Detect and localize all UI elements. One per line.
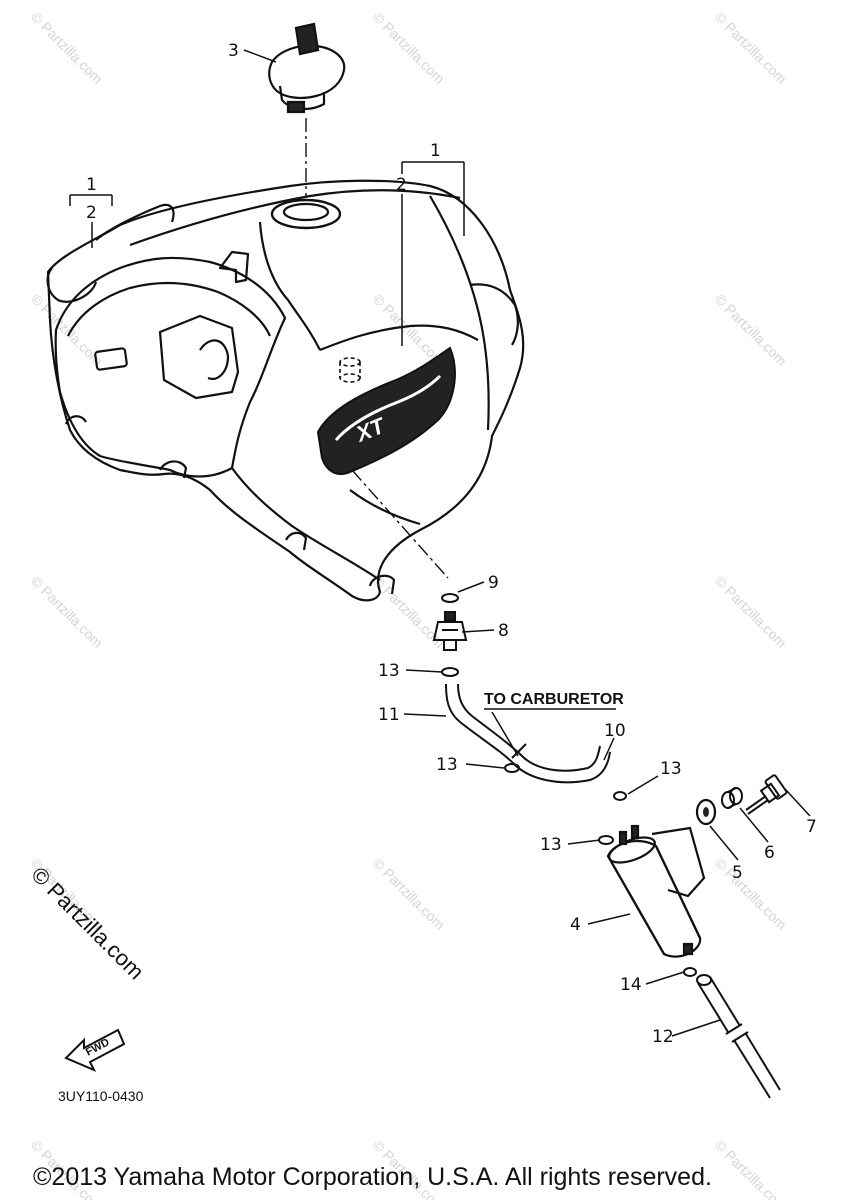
hose-clamp bbox=[613, 791, 627, 801]
callout-13-upper: 13 bbox=[378, 661, 400, 681]
copyright-text: ©2013 Yamaha Motor Corporation, U.S.A. A… bbox=[33, 1163, 712, 1191]
leader-lines bbox=[69, 49, 811, 1037]
callout-9: 9 bbox=[488, 573, 499, 593]
fuel-strainer-dashed bbox=[339, 357, 361, 383]
fuel-cock bbox=[432, 611, 468, 651]
callout-13-right: 13 bbox=[660, 759, 682, 779]
callout-labels: 1 2 1 2 3 4 5 6 7 8 9 10 11 12 13 13 13 … bbox=[86, 41, 817, 1047]
watermark: © Partzilla.com bbox=[712, 9, 790, 87]
hose-clamp bbox=[504, 763, 520, 773]
callout-7: 7 bbox=[806, 817, 817, 837]
large-watermark: © Partzilla.com bbox=[26, 862, 149, 985]
callout-5: 5 bbox=[732, 863, 743, 883]
watermark: © Partzilla.com bbox=[712, 855, 790, 933]
o-ring bbox=[441, 593, 459, 603]
callout-14: 14 bbox=[620, 975, 642, 995]
callout-11: 11 bbox=[378, 705, 400, 725]
fuel-hose-cut bbox=[511, 743, 527, 759]
watermark: © Partzilla.com bbox=[712, 573, 790, 651]
part-code: 3UY110-0430 bbox=[58, 1088, 144, 1104]
watermark: © Partzilla.com bbox=[712, 1137, 790, 1200]
callout-6: 6 bbox=[764, 843, 775, 863]
callout-13-filter: 13 bbox=[540, 835, 562, 855]
callout-2-left: 2 bbox=[86, 203, 97, 223]
tank-outlet-axis-line bbox=[351, 469, 449, 579]
collar bbox=[721, 787, 743, 809]
callout-4: 4 bbox=[570, 915, 581, 935]
fuel-cap bbox=[268, 22, 346, 114]
fuel-hose-inner bbox=[457, 683, 601, 772]
watermark: © Partzilla.com bbox=[370, 855, 448, 933]
damper-hole bbox=[703, 807, 709, 817]
drain-hose bbox=[696, 974, 781, 1099]
watermark: © Partzilla.com bbox=[712, 291, 790, 369]
tank-logo: XT bbox=[316, 346, 456, 476]
bolt bbox=[745, 774, 788, 815]
damper bbox=[695, 798, 717, 826]
hose-clamp-14 bbox=[683, 967, 697, 977]
fwd-arrow-icon: FWD bbox=[64, 1028, 126, 1072]
fuel-filter bbox=[606, 824, 706, 958]
callout-2-right: 2 bbox=[396, 175, 407, 195]
watermark: © Partzilla.com bbox=[28, 9, 106, 87]
callout-10: 10 bbox=[604, 721, 626, 741]
to-carburetor-label: TO CARBURETOR bbox=[484, 691, 624, 708]
watermark: © Partzilla.com bbox=[370, 9, 448, 87]
watermark-layer: © Partzilla.com © Partzilla.com © Partzill… bbox=[28, 9, 790, 1200]
callout-3: 3 bbox=[228, 41, 239, 61]
hose-clamp bbox=[598, 835, 614, 845]
callout-12: 12 bbox=[652, 1027, 674, 1047]
callout-8: 8 bbox=[498, 621, 509, 641]
fuel-tank bbox=[46, 179, 525, 602]
callout-13-mid: 13 bbox=[436, 755, 458, 775]
callout-1-left: 1 bbox=[86, 175, 97, 195]
watermark: © Partzilla.com bbox=[28, 573, 106, 651]
hose-clamp bbox=[441, 667, 459, 677]
callout-1-right: 1 bbox=[430, 141, 441, 161]
